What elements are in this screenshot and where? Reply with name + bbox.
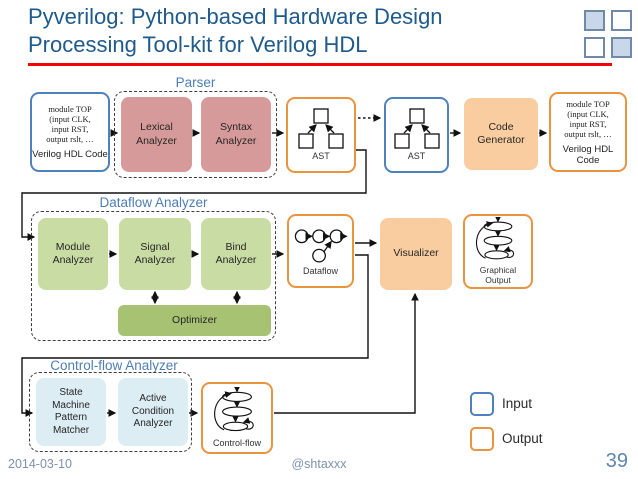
title-line-1: Pyverilog: Python-based Hardware Design (28, 4, 443, 29)
dataflow-analyzer-label: Dataflow Analyzer (99, 195, 208, 210)
dataflow-output-box: Dataflow (287, 214, 354, 288)
optimizer-box: Optimizer (118, 305, 271, 336)
ast-tree-icon (393, 108, 440, 149)
control-flow-graph-icon (214, 387, 254, 432)
graphical-output-box: Graphical Output (463, 214, 533, 289)
code-caption: Verilog HDL Code (32, 149, 108, 160)
code-line: output rslt, … (46, 134, 94, 144)
code-line: module TOP (48, 104, 92, 114)
page-number: 39 (605, 450, 628, 472)
ast-caption: AST (312, 151, 330, 162)
code-caption: Verilog HDL Code (562, 143, 614, 166)
code-line: (input CLK, (567, 108, 609, 119)
graphical-output-caption: Graphical Output (479, 265, 517, 285)
parser-group-box (114, 91, 277, 178)
controlflow-analyzer-label: Control-flow Analyzer (50, 358, 178, 373)
code-line: input RST, (51, 124, 89, 134)
dataflow-caption: Dataflow (302, 266, 338, 277)
code-generator-box: Code Generator (464, 98, 538, 170)
syntax-analyzer-box: Syntax Analyzer (201, 97, 271, 172)
parser-section-label: Parser (175, 75, 216, 90)
code-line: input RST, (569, 118, 607, 129)
visualizer-box: Visualizer (380, 218, 452, 290)
logo-square-filled (611, 37, 632, 58)
state-machine-pattern-matcher-box: State Machine Pattern Matcher (36, 378, 106, 446)
verilog-input-box: module TOP (input CLK, input RST, output… (30, 92, 110, 172)
page-title: Pyverilog: Python-based Hardware Design … (28, 3, 443, 59)
ast-output-box: AST (286, 97, 356, 173)
footer-date: 2014-03-10 (8, 457, 72, 471)
signal-analyzer-box: Signal Analyzer (119, 218, 191, 290)
ast-tree-icon (298, 108, 344, 149)
code-text: module TOP (input CLK, input RST, output… (46, 104, 93, 144)
footer-handle: @shtaxxx (291, 457, 347, 471)
dataflow-graph-icon (294, 229, 348, 263)
title-underline (28, 63, 612, 66)
logo-square-filled (584, 10, 605, 31)
verilog-output-box: module TOP (input CLK, input RST, output… (549, 92, 627, 172)
code-text: module TOP (input CLK, input RST, output… (564, 99, 611, 139)
title-line-2: Processing Tool-kit for Verilog HDL (28, 32, 368, 57)
ast-input-box: AST (384, 97, 449, 173)
logo-square-empty (611, 10, 632, 31)
bind-analyzer-box: Bind Analyzer (201, 218, 271, 290)
code-line: output rslt, … (564, 128, 612, 139)
logo-square-empty (584, 37, 605, 58)
controlflow-group-box (29, 372, 192, 452)
ast-caption: AST (407, 151, 426, 162)
active-condition-analyzer-box: Active Condition Analyzer (118, 378, 188, 446)
code-line: module TOP (566, 98, 610, 109)
controlflow-caption: Control-flow (212, 438, 261, 449)
legend-output-label: Output (502, 431, 543, 446)
dataflow-group-box (31, 211, 276, 341)
four-squares-logo-icon (584, 10, 632, 58)
module-analyzer-box: Module Analyzer (38, 218, 108, 290)
legend-output-swatch (470, 427, 494, 451)
control-flow-graph-icon (476, 217, 515, 260)
code-line: (input CLK, (49, 114, 91, 124)
controlflow-output-box: Control-flow (201, 382, 273, 454)
lexical-analyzer-box: Lexical Analyzer (121, 97, 192, 172)
legend-input-label: Input (502, 396, 533, 411)
legend-input-swatch (470, 392, 494, 416)
